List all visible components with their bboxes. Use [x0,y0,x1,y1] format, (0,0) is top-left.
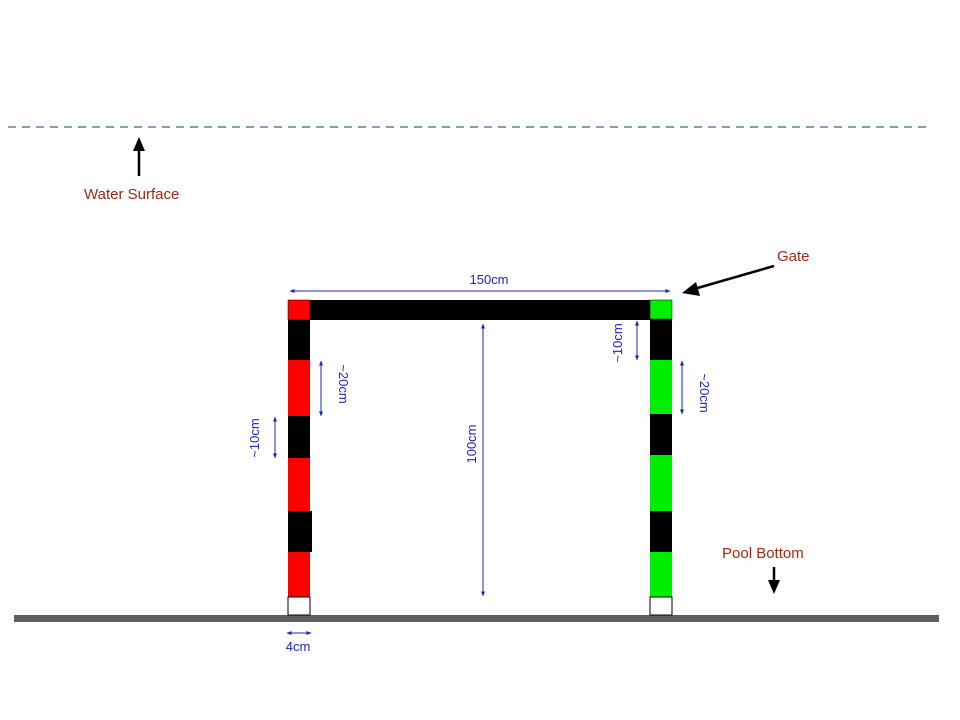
right-pole-segment-black [650,414,672,455]
left-pole-segment-black [288,416,310,458]
gate-arrowhead-icon [682,282,700,296]
pool-bottom-label: Pool Bottom [722,545,804,562]
left-pole-segment-black [288,511,312,552]
left-pole-segment-red [288,360,310,416]
right-pole-segment-black [650,319,672,360]
width-dimension-label: 150cm [469,272,508,287]
right-pole-segment-green [649,299,673,320]
gate-label: Gate [777,248,810,265]
right-pole-segment-green [650,360,672,414]
right-pole-segment-green [650,552,672,597]
left-pole [287,299,312,616]
left-pole-base [287,596,311,616]
left-pole-segment-red [287,299,311,321]
left-black-band-dimension-label: ~10cm [247,418,262,457]
right-pole-segment-green [650,455,672,511]
height-dimension-label: 100cm [464,424,479,463]
water-surface-arrowhead-icon [133,137,145,151]
right-green-band-dimension-label: ~20cm [697,373,712,412]
left-pole-segment-red [288,458,310,511]
water-surface-label: Water Surface [84,186,179,203]
right-pole [649,299,673,616]
right-pole-base [649,596,673,616]
right-black-band-dimension-label: ~10cm [610,323,625,362]
pool-bottom-arrowhead-icon [768,580,780,594]
left-red-band-dimension-label: ~20cm [336,364,351,403]
pole-width-dimension-label: 4cm [286,639,311,654]
gate-crossbar [310,300,652,320]
left-pole-segment-black [288,320,310,360]
left-pole-segment-red [288,552,310,597]
pool-bottom-floor [14,615,939,622]
gate-arrow-icon [693,264,775,291]
right-pole-segment-black [650,511,672,552]
